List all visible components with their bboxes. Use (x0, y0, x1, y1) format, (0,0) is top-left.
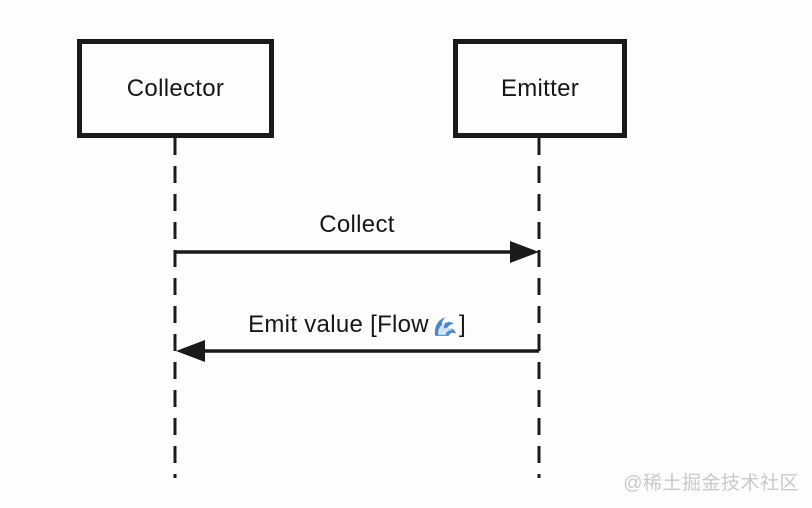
participant-emitter-label: Emitter (500, 74, 580, 102)
collect-message-text: Collect (319, 211, 395, 238)
water-wave-emoji-icon (434, 316, 456, 336)
collect-message-label: Collect (319, 211, 394, 239)
emit-message-text-prefix: Emit value [Flow (248, 311, 429, 338)
participant-collector-label: Collector (126, 74, 225, 102)
participant-collector: Collector (77, 39, 274, 138)
watermark-text: @稀土掘金技术社区 (623, 473, 799, 494)
emit-message-label: Emit value [Flow ] (248, 311, 466, 339)
participant-emitter: Emitter (453, 39, 627, 138)
emit-arrowhead-left-icon (176, 340, 205, 362)
emit-message-text-suffix: ] (458, 311, 466, 338)
collect-arrowhead-right-icon (510, 241, 539, 263)
